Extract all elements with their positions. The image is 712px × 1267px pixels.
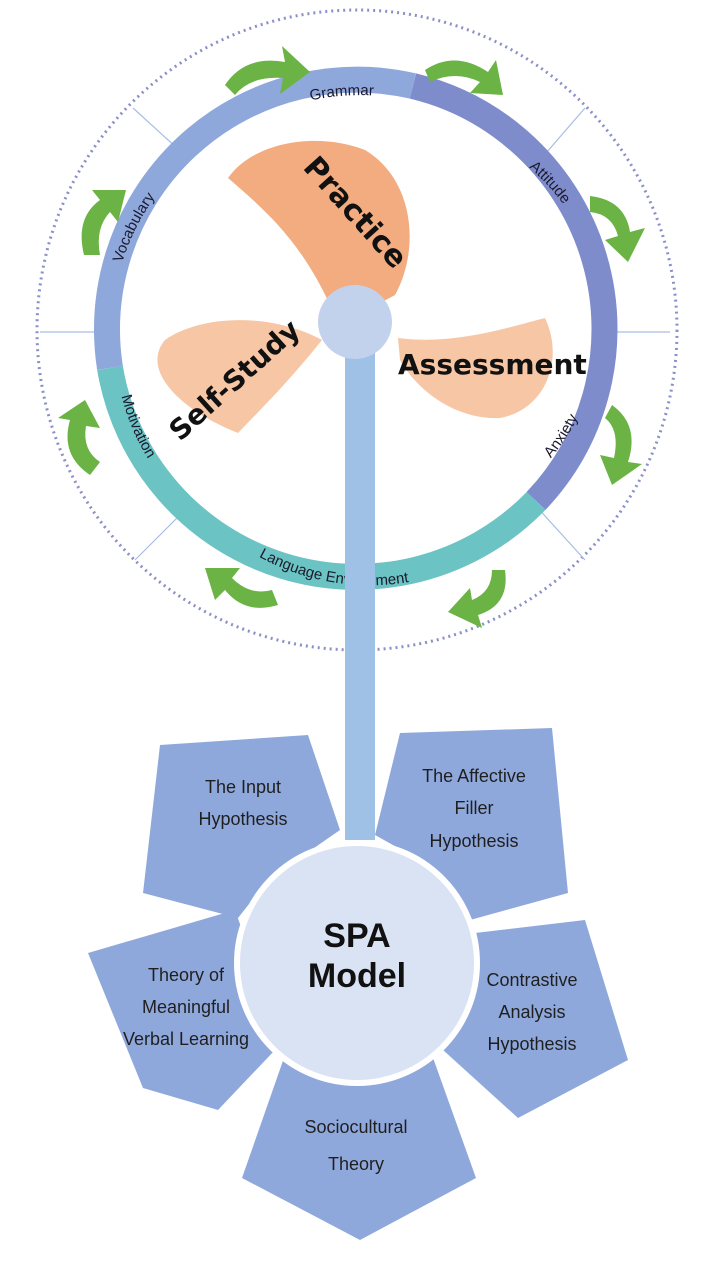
pinwheel-hub (318, 285, 392, 359)
theory-sociocultural-line1: Sociocultural (304, 1117, 407, 1137)
petal-sociocultural (242, 1055, 476, 1240)
center-title-line1: SPA (323, 917, 390, 955)
green-arrow-icon (448, 570, 506, 628)
theory-contrastive-line2: Analysis (498, 1002, 565, 1022)
blade-assessment (398, 318, 553, 419)
theory-affective-line2: Filler (455, 798, 494, 818)
theory-affective-line1: The Affective (422, 766, 526, 786)
petal-input-hypothesis (143, 735, 340, 918)
theory-contrastive-line3: Hypothesis (487, 1034, 576, 1054)
theory-meaningful-line2: Meaningful (142, 997, 230, 1017)
blade-label-assessment: Assessment (398, 348, 587, 381)
theory-contrastive-line1: Contrastive (486, 970, 577, 990)
ring-label-grammar: Grammar (308, 82, 374, 104)
green-arrow-icon (590, 196, 645, 262)
green-arrow-icon (58, 400, 100, 475)
green-arrow-icon (225, 46, 310, 95)
green-arrow-icon (425, 60, 503, 95)
center-title-line2: Model (308, 957, 406, 995)
theory-affective-line3: Hypothesis (429, 831, 518, 851)
ring-segment-purple (409, 73, 618, 510)
cycle-arrows (58, 46, 645, 628)
blade-self-study (157, 320, 322, 433)
petal-meaningful-learning (88, 910, 275, 1110)
spa-model-center (234, 840, 480, 1086)
petal-contrastive-analysis (432, 920, 628, 1118)
ring-segment-blue (94, 66, 416, 370)
ring-segment-teal (97, 365, 546, 590)
theory-meaningful-line3: Verbal Learning (123, 1029, 249, 1049)
green-arrow-icon (81, 190, 126, 255)
outer-dotted-circle (35, 8, 679, 652)
pinwheel-pole (345, 330, 375, 840)
theory-meaningful-line1: Theory of (148, 965, 225, 985)
blade-practice (228, 140, 410, 310)
green-arrow-icon (600, 405, 642, 485)
theory-input-line2: Hypothesis (198, 809, 287, 829)
theory-petals (88, 728, 628, 1240)
theory-input-line1: The Input (205, 777, 281, 797)
petal-affective-filter (375, 728, 568, 920)
green-arrow-icon (205, 568, 278, 608)
theory-sociocultural-line2: Theory (328, 1154, 384, 1174)
